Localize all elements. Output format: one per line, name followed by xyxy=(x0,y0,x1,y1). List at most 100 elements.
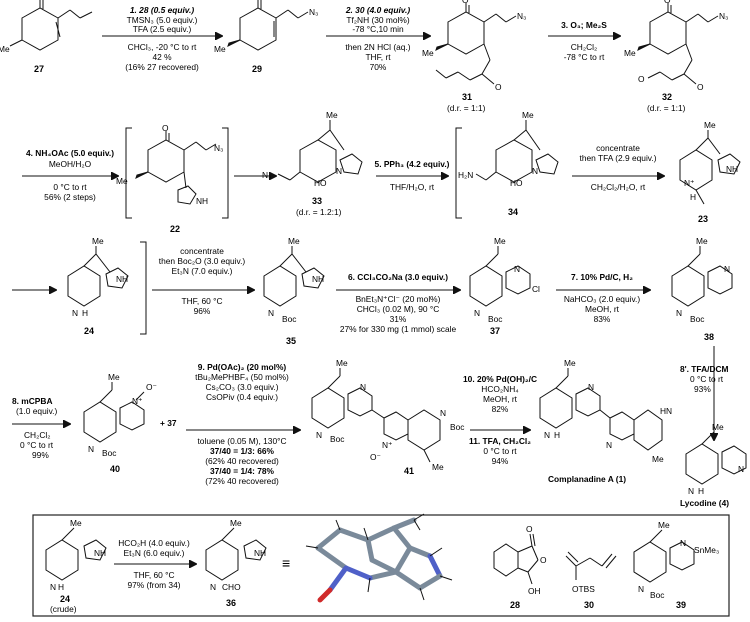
svg-text:0 °C to rt: 0 °C to rt xyxy=(53,182,87,192)
label-24-crude: (crude) xyxy=(50,604,77,614)
methyl: Me xyxy=(116,176,128,186)
label-24: 24 xyxy=(60,594,70,604)
methyl: Me xyxy=(696,236,708,246)
dr-31: (d.r. = 1:1) xyxy=(447,103,486,113)
conditions-step-5b: concentrate then TFA (2.9 equiv.) CH₂Cl₂… xyxy=(580,143,657,192)
svg-text:MeOH, rt: MeOH, rt xyxy=(483,394,518,404)
label-28: 28 xyxy=(510,600,520,610)
methyl: Me xyxy=(0,44,10,54)
svg-text:4. NH₄OAc (5.0 equiv.): 4. NH₄OAc (5.0 equiv.) xyxy=(26,148,114,158)
oxygen: O xyxy=(35,0,42,1)
nitrogen: N xyxy=(724,264,730,274)
conditions-formylation: HCO₂H (4.0 equiv.) Et₃N (6.0 equiv.) THF… xyxy=(118,538,190,590)
xray-crystal-structure xyxy=(305,513,453,603)
svg-text:37/40 = 1/4: 78%: 37/40 = 1/4: 78% xyxy=(210,466,275,476)
hydrogen: H xyxy=(58,582,64,592)
nitrogen: N xyxy=(474,308,480,318)
compound-29: O N₃ Me 29 xyxy=(214,0,318,74)
pyrrole-nh: NH xyxy=(196,196,208,206)
conditions-step-6: 6. CCl₃CO₂Na (3.0 equiv.) BnEt₃N⁺Cl⁻ (20… xyxy=(340,272,457,334)
label-35: 35 xyxy=(286,336,296,346)
oxygen: O xyxy=(664,0,671,5)
hydrogen: H xyxy=(690,192,696,202)
svg-text:27% for 330 mg (1 mmol) scale: 27% for 330 mg (1 mmol) scale xyxy=(340,324,457,334)
dr-33: (d.r. = 1.2:1) xyxy=(296,207,342,217)
boc-group: Boc xyxy=(330,434,344,444)
svg-text:THF, rt: THF, rt xyxy=(365,52,391,62)
conditions-boc: concentrate then Boc₂O (3.0 equiv.) Et₃N… xyxy=(159,246,246,316)
svg-text:3. O₃; Me₂S: 3. O₃; Me₂S xyxy=(561,20,607,30)
svg-text:1. 28 (0.5 equiv.): 1. 28 (0.5 equiv.) xyxy=(130,5,194,15)
svg-text:CHCl₃, -20 °C to rt: CHCl₃, -20 °C to rt xyxy=(128,42,197,52)
svg-text:56% (2 steps): 56% (2 steps) xyxy=(44,192,96,202)
svg-text:(72% 40 recovered): (72% 40 recovered) xyxy=(205,476,279,486)
azide: N₃ xyxy=(262,170,271,180)
label-40: 40 xyxy=(110,464,120,474)
nitrogen: N xyxy=(606,440,612,450)
boc-group: Boc xyxy=(690,314,704,324)
compound-37: Me N Cl N Boc 37 xyxy=(469,236,540,336)
conditions-step-2: 2. 30 (4.0 equiv.) Tf₂NH (30 mol%) -78 °… xyxy=(345,5,411,72)
nitrogen: N xyxy=(688,486,694,496)
compound-22: O N₃ Me NH 22 xyxy=(116,123,229,234)
methyl: Me xyxy=(336,358,348,368)
svg-text:THF, 60 °C: THF, 60 °C xyxy=(133,570,174,580)
svg-text:TFA (2.5 equiv.): TFA (2.5 equiv.) xyxy=(133,24,192,34)
compound-24-crude: Me NH N H 24 (crude) xyxy=(45,518,107,614)
svg-text:Cs₂CO₃ (3.0 equiv.): Cs₂CO₃ (3.0 equiv.) xyxy=(205,382,278,392)
pyrrole-nh: NH xyxy=(726,164,738,174)
svg-text:Et₃N (6.0 equiv.): Et₃N (6.0 equiv.) xyxy=(124,548,185,558)
hydrogen: H xyxy=(554,430,560,440)
oxygen: O xyxy=(495,82,502,92)
svg-text:6. CCl₃CO₂Na (3.0 equiv.): 6. CCl₃CO₂Na (3.0 equiv.) xyxy=(348,272,448,282)
amine: H₂N xyxy=(458,170,473,180)
svg-text:0 °C to rt: 0 °C to rt xyxy=(20,440,54,450)
oxygen: O xyxy=(540,555,547,565)
methyl: Me xyxy=(494,236,506,246)
svg-text:82%: 82% xyxy=(492,404,509,414)
label-22: 22 xyxy=(170,224,180,234)
chlorine: Cl xyxy=(532,284,540,294)
compound-39: Me N SnMe₃ N Boc 39 xyxy=(633,520,719,610)
svg-text:CH₂Cl₂/H₂O, rt: CH₂Cl₂/H₂O, rt xyxy=(591,182,646,192)
svg-text:CH₂Cl₂: CH₂Cl₂ xyxy=(571,42,598,52)
plus-37: + 37 xyxy=(160,418,177,428)
azide: N₃ xyxy=(309,7,318,17)
nitrogen: N xyxy=(680,538,686,548)
label-23: 23 xyxy=(698,214,708,224)
conditions-step-8prime: 8'. TFA/DCM 0 °C to rt 93% xyxy=(680,364,729,394)
svg-text:concentrate: concentrate xyxy=(180,246,224,256)
methyl: Me xyxy=(326,110,338,120)
svg-text:toluene (0.05 M), 130°C: toluene (0.05 M), 130°C xyxy=(197,436,286,446)
equivalence-symbol: ≡ xyxy=(282,555,290,571)
label-27: 27 xyxy=(34,64,44,74)
ammonium: N⁺ xyxy=(684,178,694,188)
label-32: 32 xyxy=(662,92,672,102)
conditions-step-4: 4. NH₄OAc (5.0 equiv.) MeOH/H₂O 0 °C to … xyxy=(26,148,114,202)
nitrogen: N xyxy=(532,166,538,176)
label-41: 41 xyxy=(404,466,414,476)
svg-text:CHCl₃ (0.02 M), 90 °C: CHCl₃ (0.02 M), 90 °C xyxy=(357,304,440,314)
svg-text:70%: 70% xyxy=(370,62,387,72)
svg-text:42 %: 42 % xyxy=(152,52,172,62)
compound-23: Me N⁺ H NH 23 xyxy=(679,120,741,224)
nitrogen: N xyxy=(50,582,56,592)
name-lycodine: Lycodine (4) xyxy=(680,498,729,508)
n-oxide-oxygen: O⁻ xyxy=(370,452,381,462)
methyl: Me xyxy=(704,120,716,130)
nitrogen: N xyxy=(588,382,594,392)
methyl: Me xyxy=(712,422,724,432)
methyl: Me xyxy=(92,236,104,246)
trimethylstannyl: SnMe₃ xyxy=(694,545,719,555)
nitrogen: N xyxy=(514,264,520,274)
name-complanadine-a: Complanadine A (1) xyxy=(548,474,626,484)
nitrogen: N xyxy=(360,382,366,392)
svg-text:83%: 83% xyxy=(594,314,611,324)
methyl: Me xyxy=(658,520,670,530)
oxygen: O xyxy=(253,0,260,1)
hydroxyl: HO xyxy=(314,178,327,188)
oxygen: O xyxy=(162,123,169,133)
compound-31: O N₃ Me O 31 (d.r. = 1:1) xyxy=(422,0,526,113)
azide: N₃ xyxy=(214,143,223,153)
